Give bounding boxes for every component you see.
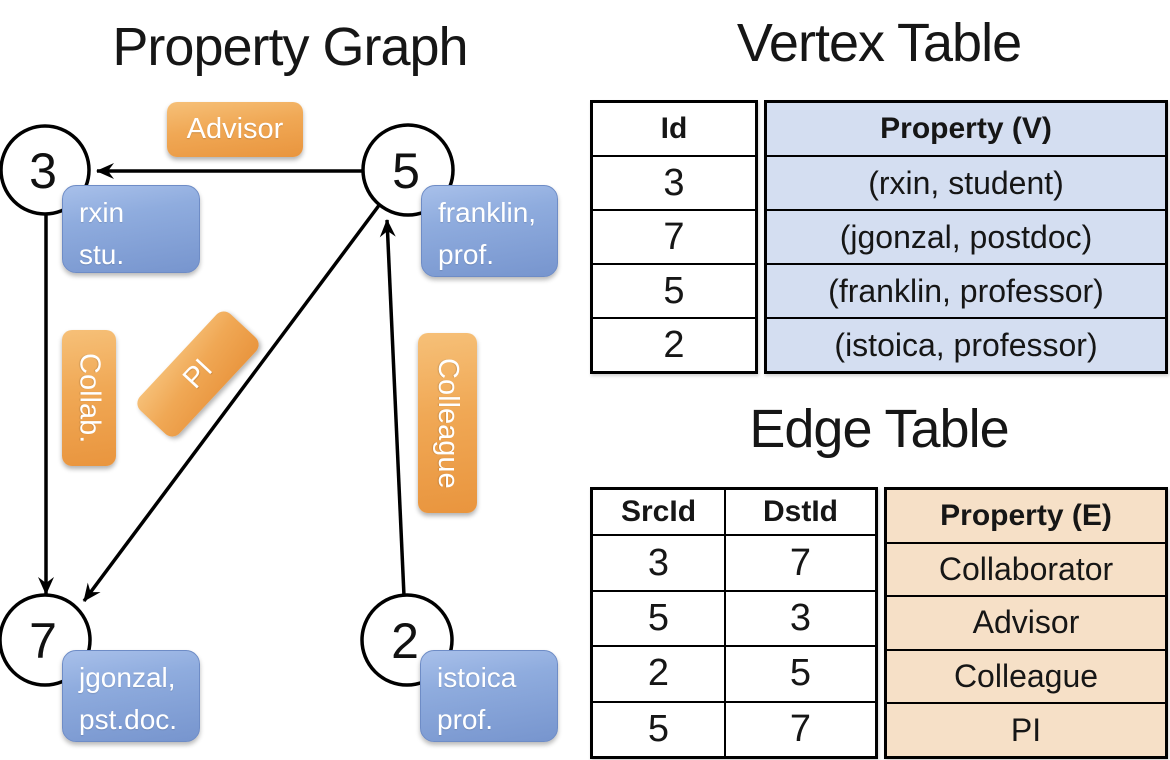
table-cell: 7 <box>593 209 755 263</box>
vertex-property-line: istoica <box>437 662 517 693</box>
table-cell: 5 <box>593 589 724 645</box>
edge-label-collab: Collab. <box>62 330 116 466</box>
vertex-table-id-header: Id <box>660 112 688 145</box>
table-cell: (istoica, professor) <box>767 317 1165 371</box>
table-cell: 5 <box>724 645 875 701</box>
edge-table-src-header: SrcId <box>620 495 697 529</box>
vertex-property-line: franklin, <box>438 197 537 228</box>
edge-table-property-header: Property (E) <box>940 498 1112 532</box>
vertex-property-line: jgonzal, <box>79 662 176 693</box>
vertex-id-5: 5 <box>392 143 420 199</box>
vertex-table-property-column: Property (V) (rxin, student) (jgonzal, p… <box>764 100 1168 374</box>
table-cell: (jgonzal, postdoc) <box>767 209 1165 263</box>
table-cell: 3 <box>593 534 724 589</box>
table-cell: 5 <box>593 263 755 317</box>
table-cell: Collaborator <box>887 541 1165 596</box>
edge-colleague-arrow <box>379 219 406 597</box>
edge-pi-arrow <box>82 202 382 603</box>
table-cell: 2 <box>593 645 724 700</box>
graph-drawing: 3 5 7 2 <box>0 123 455 687</box>
edge-label-colleague: Colleague <box>418 333 477 513</box>
vertex-table-property-header: Property (V) <box>880 112 1052 145</box>
property-graph-title: Property Graph <box>112 17 468 77</box>
vertex-table-id-column: Id 3 7 5 2 <box>590 100 758 374</box>
vertex-property-line: rxin <box>79 197 125 228</box>
table-cell: Advisor <box>887 595 1165 649</box>
vertex-table-title: Vertex Table <box>736 13 1022 73</box>
edge-label-advisor: Advisor <box>167 102 303 157</box>
vertex-property-line: stu. <box>79 239 125 270</box>
table-cell: 7 <box>724 700 875 756</box>
table-cell: (franklin, professor) <box>767 263 1165 317</box>
vertex-id-2: 2 <box>391 613 419 669</box>
vertex-property-box-3: rxin stu. <box>62 185 200 273</box>
table-cell: 7 <box>724 534 875 590</box>
vertex-property-box-7: jgonzal, pst.doc. <box>62 650 200 742</box>
table-cell: 5 <box>593 700 724 756</box>
edge-table-dst-header: DstId <box>724 490 875 535</box>
vertex-property-box-2: istoica prof. <box>420 650 558 742</box>
edge-table-src-dst-columns: SrcId DstId 3 7 5 3 2 5 5 7 <box>590 487 878 759</box>
table-cell: 2 <box>593 317 755 371</box>
vertex-property-line: prof. <box>438 239 495 270</box>
table-cell: Colleague <box>887 648 1165 703</box>
table-cell: PI <box>887 702 1165 756</box>
table-cell: 3 <box>593 155 755 209</box>
vertex-property-line: pst.doc. <box>79 704 178 735</box>
table-cell: 3 <box>724 589 875 646</box>
vertex-id-3: 3 <box>29 143 57 199</box>
vertex-id-7: 7 <box>29 613 57 669</box>
edge-table-title: Edge Table <box>749 399 1009 459</box>
edge-table-property-column: Property (E) Collaborator Advisor Collea… <box>884 487 1168 759</box>
vertex-property-line: prof. <box>437 704 494 735</box>
vertex-property-box-5: franklin, prof. <box>421 185 558 277</box>
table-cell: (rxin, student) <box>767 155 1165 209</box>
